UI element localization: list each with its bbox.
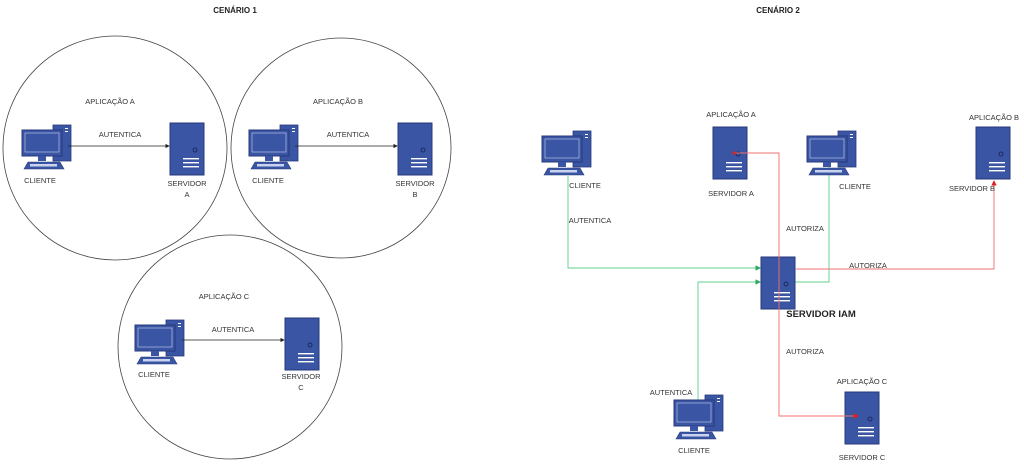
client-label: CLIENTE <box>24 176 56 185</box>
server-label-letter: A <box>184 190 189 199</box>
scenario2-title: CENÁRIO 2 <box>756 6 800 15</box>
authorize-line-b <box>796 180 997 270</box>
client-label: CLIENTE <box>138 370 170 379</box>
server-label: SERVIDOR <box>395 179 435 188</box>
client-icon <box>134 319 185 365</box>
authenticate-line-client3 <box>697 279 761 420</box>
server-icon <box>284 317 320 371</box>
iam-server-icon <box>760 256 796 310</box>
client1-label: CLIENTE <box>569 181 601 190</box>
client2-label: CLIENTE <box>839 182 871 191</box>
app-a-boundary: APLICAÇÃO A AUTENTICA CLIENTE SERVIDOR A <box>2 35 228 261</box>
client2-icon <box>806 130 857 176</box>
app-b-label: APLICAÇÃO B <box>313 97 363 106</box>
app-b-label: APLICAÇÃO B <box>969 113 1019 122</box>
authorize-label-a: AUTORIZA <box>786 224 824 233</box>
authenticate-label: AUTENTICA <box>212 325 255 334</box>
app-a-label: APLICAÇÃO A <box>85 97 135 106</box>
server-label-letter: B <box>412 190 417 199</box>
server-icon <box>397 122 433 176</box>
iam-server-label: SERVIDOR IAM <box>786 309 856 320</box>
app-c-label: APLICAÇÃO C <box>837 377 888 386</box>
client-icon <box>21 124 72 170</box>
authorize-label-b: AUTORIZA <box>849 261 887 270</box>
authorize-label-c: AUTORIZA <box>786 347 824 356</box>
authenticate-line-client1 <box>567 176 761 271</box>
client3-icon <box>673 394 724 440</box>
server-a-label: SERVIDOR A <box>708 189 754 198</box>
client-icon <box>248 124 299 170</box>
app-c-label: APLICAÇÃO C <box>199 292 250 301</box>
authorize-line-client2 <box>781 153 830 285</box>
server-label: SERVIDOR <box>281 372 321 381</box>
client3-authenticate-label: AUTENTICA <box>650 388 693 397</box>
client-label: CLIENTE <box>252 176 284 185</box>
client3-label: CLIENTE <box>678 446 710 455</box>
app-a-label: APLICAÇÃO A <box>706 110 756 119</box>
server-c-label: SERVIDOR C <box>839 453 886 462</box>
server-label: SERVIDOR <box>167 179 207 188</box>
client1-icon <box>541 130 592 176</box>
server-c-icon <box>844 391 880 445</box>
server-icon <box>169 122 205 176</box>
client1-authenticate-label: AUTENTICA <box>569 216 612 225</box>
authenticate-label: AUTENTICA <box>327 130 370 139</box>
server-b-icon <box>975 126 1011 180</box>
authorize-line-a-c <box>734 152 859 419</box>
authenticate-label: AUTENTICA <box>99 130 142 139</box>
app-c-boundary: APLICAÇÃO C AUTENTICA CLIENTE SERVIDOR C <box>117 234 343 460</box>
server-label-letter: C <box>298 383 304 392</box>
connector-dot <box>732 151 736 155</box>
app-b-boundary: APLICAÇÃO B AUTENTICA CLIENTE SERVIDOR B <box>230 37 452 259</box>
scenario1-title: CENÁRIO 1 <box>213 6 257 15</box>
server-b-label: SERVIDOR B <box>949 184 995 193</box>
